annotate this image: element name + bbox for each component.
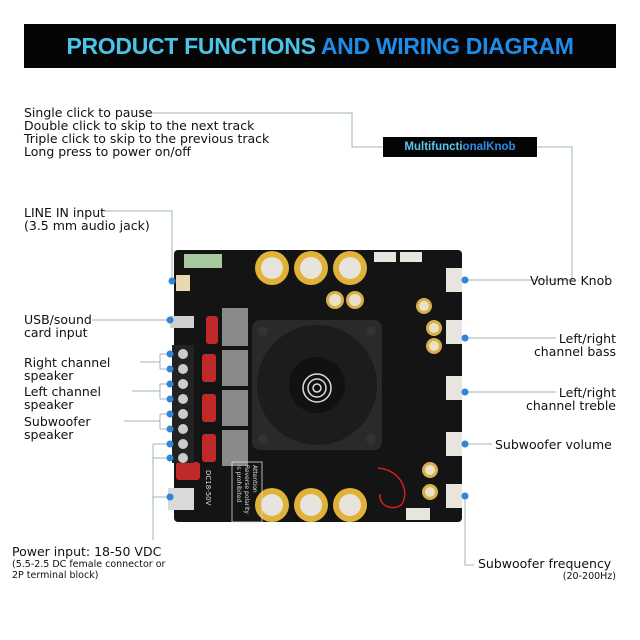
leader-power xyxy=(152,443,170,540)
label-left-speaker: Left channel speaker xyxy=(24,385,101,411)
right-connectors xyxy=(374,252,462,520)
label-power-note: (5.5-2.5 DC female connector or 2P termi… xyxy=(12,559,166,581)
label-left-speaker-line-2: speaker xyxy=(24,397,74,412)
label-bass-line-1: Left/right xyxy=(558,331,616,346)
label-line-in: LINE IN input (3.5 mm audio jack) xyxy=(24,206,150,232)
label-right-speaker-line-1: Right channel xyxy=(24,355,111,370)
label-power-title: Power input: 18-50 VDC xyxy=(12,544,162,559)
title-part-1: PRODUCT FUNCTIONS xyxy=(66,32,316,59)
title-banner: PRODUCT FUNCTIONS AND WIRING DIAGRAM xyxy=(24,24,616,68)
label-power-input: Power input: 18-50 VDC xyxy=(12,545,161,558)
label-sub-freq-range: (20-200Hz) xyxy=(562,571,616,583)
label-line-in-sub: (3.5 mm audio jack) xyxy=(24,218,150,233)
label-right-speaker-line-2: speaker xyxy=(24,368,74,383)
instruction-double: Double click to skip to the next track xyxy=(24,118,255,133)
label-sub-freq-text: Subwoofer frequency xyxy=(478,556,612,571)
knob-tag-part-2: onalKnob xyxy=(462,141,516,153)
dc-voltage-silkscreen: DC18-50V xyxy=(204,470,212,506)
label-sub-speaker: Subwoofer speaker xyxy=(24,415,91,441)
label-usb-line-1: USB/sound xyxy=(24,312,92,327)
leader-sub-freq xyxy=(464,496,474,566)
label-bass: Left/right channel bass xyxy=(534,332,616,358)
right-capacitors xyxy=(416,298,442,500)
label-volume-knob-text: Volume Knob xyxy=(530,273,613,288)
speaker-terminal-block xyxy=(172,345,194,463)
warning-line-3: is prohibited xyxy=(235,465,242,503)
label-treble-line-2: channel treble xyxy=(526,398,616,413)
warning-line-2: Reverse polarity xyxy=(243,465,250,514)
cooling-fan xyxy=(252,320,382,450)
leader-line-in xyxy=(104,210,173,281)
amplifier-board: Attention Reverse polarity is prohibited… xyxy=(168,250,462,523)
label-line-in-title: LINE IN input xyxy=(24,205,106,220)
connection-dots xyxy=(166,276,469,501)
label-sub-speaker-line-1: Subwoofer xyxy=(24,414,91,429)
aux-jack xyxy=(176,275,190,291)
instruction-long: Long press to power on/off xyxy=(24,144,191,159)
label-usb: USB/sound card input xyxy=(24,313,92,339)
label-sub-volume: Subwoofer volume xyxy=(495,438,612,451)
label-sub-freq: Subwoofer frequency xyxy=(478,557,611,570)
knob-tag-part-1: Multifuncti xyxy=(404,141,463,153)
knob-instructions: Single click to pause Double click to sk… xyxy=(24,106,269,158)
label-sub-speaker-line-2: speaker xyxy=(24,427,74,442)
label-treble: Left/right channel treble xyxy=(526,386,616,412)
red-wire xyxy=(377,467,406,509)
leader-knob-left xyxy=(140,112,383,148)
page-title: PRODUCT FUNCTIONS AND WIRING DIAGRAM xyxy=(66,33,573,60)
leader-left-speaker xyxy=(132,383,170,400)
instruction-single: Single click to pause xyxy=(24,105,153,120)
label-volume-knob: Volume Knob xyxy=(530,274,612,287)
label-power-note-line-2: 2P terminal block) xyxy=(12,569,99,581)
label-right-speaker: Right channel speaker xyxy=(24,356,110,382)
warning-silkscreen: Attention Reverse polarity is prohibited xyxy=(231,461,263,523)
warning-line-1: Attention xyxy=(251,465,258,493)
bottom-capacitors xyxy=(255,488,367,522)
top-capacitors xyxy=(255,251,367,309)
label-power-note-line-1: (5.5-2.5 DC female connector or xyxy=(12,559,166,570)
leader-sub-speaker xyxy=(124,413,170,430)
usb-port xyxy=(170,316,194,328)
label-sub-freq-range-text: (20-200Hz) xyxy=(562,571,616,582)
label-sub-volume-text: Subwoofer volume xyxy=(495,437,612,452)
label-usb-line-2: card input xyxy=(24,325,88,340)
label-treble-line-1: Left/right xyxy=(558,385,616,400)
dc-jack xyxy=(168,488,194,510)
label-bass-line-2: channel bass xyxy=(533,344,616,359)
output-stage xyxy=(176,308,248,480)
leader-right-speaker xyxy=(140,353,170,370)
leader-knob-right xyxy=(529,146,573,281)
instruction-triple: Triple click to skip to the previous tra… xyxy=(24,131,270,146)
bluetooth-module xyxy=(184,254,222,268)
label-left-speaker-line-1: Left channel xyxy=(24,384,101,399)
title-part-2: AND WIRING DIAGRAM xyxy=(320,32,574,59)
